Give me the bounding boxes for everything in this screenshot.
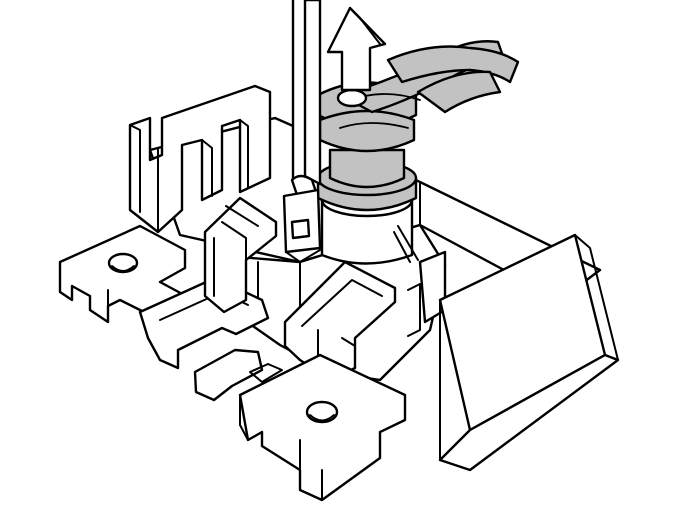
left-latch bbox=[203, 196, 278, 314]
left-mounting-hole bbox=[107, 252, 139, 274]
right-mounting-tab bbox=[238, 353, 407, 502]
up-arrow-icon bbox=[326, 6, 387, 92]
right-angled-panel bbox=[407, 233, 620, 472]
wire-harness bbox=[316, 40, 520, 212]
screwdriver-icon bbox=[282, 0, 322, 263]
right-mounting-hole bbox=[305, 400, 339, 424]
left-rear-bracket bbox=[128, 84, 272, 234]
